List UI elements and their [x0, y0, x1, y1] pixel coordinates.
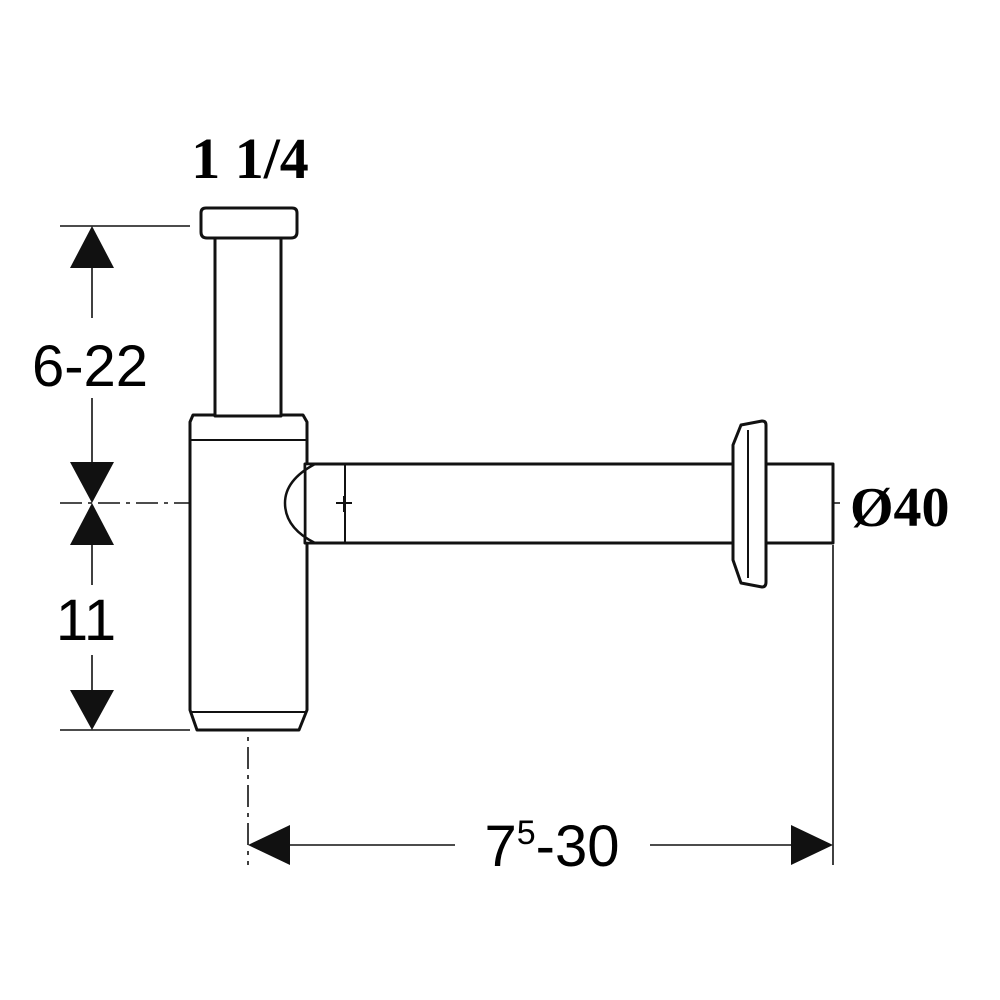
- outlet-diameter-label: Ø40: [850, 477, 950, 539]
- height-range-label: 6-22: [32, 334, 148, 399]
- wall-rosette: [731, 419, 768, 589]
- depth-label: 11: [56, 588, 116, 653]
- thread-size-label: 1 1/4: [191, 126, 309, 191]
- dimension-depth-below-axis: [70, 503, 114, 730]
- projection-rest: -30: [536, 814, 620, 879]
- top-connection-nut: [199, 206, 299, 240]
- projection-label: 75-30: [484, 814, 619, 879]
- projection-base: 7: [484, 814, 516, 879]
- dimension-projection: [248, 545, 834, 865]
- tailpiece-pipe: [213, 234, 283, 418]
- dimension-height-range: [60, 225, 190, 731]
- projection-superscript: 5: [517, 814, 536, 852]
- trap-body: [188, 413, 309, 732]
